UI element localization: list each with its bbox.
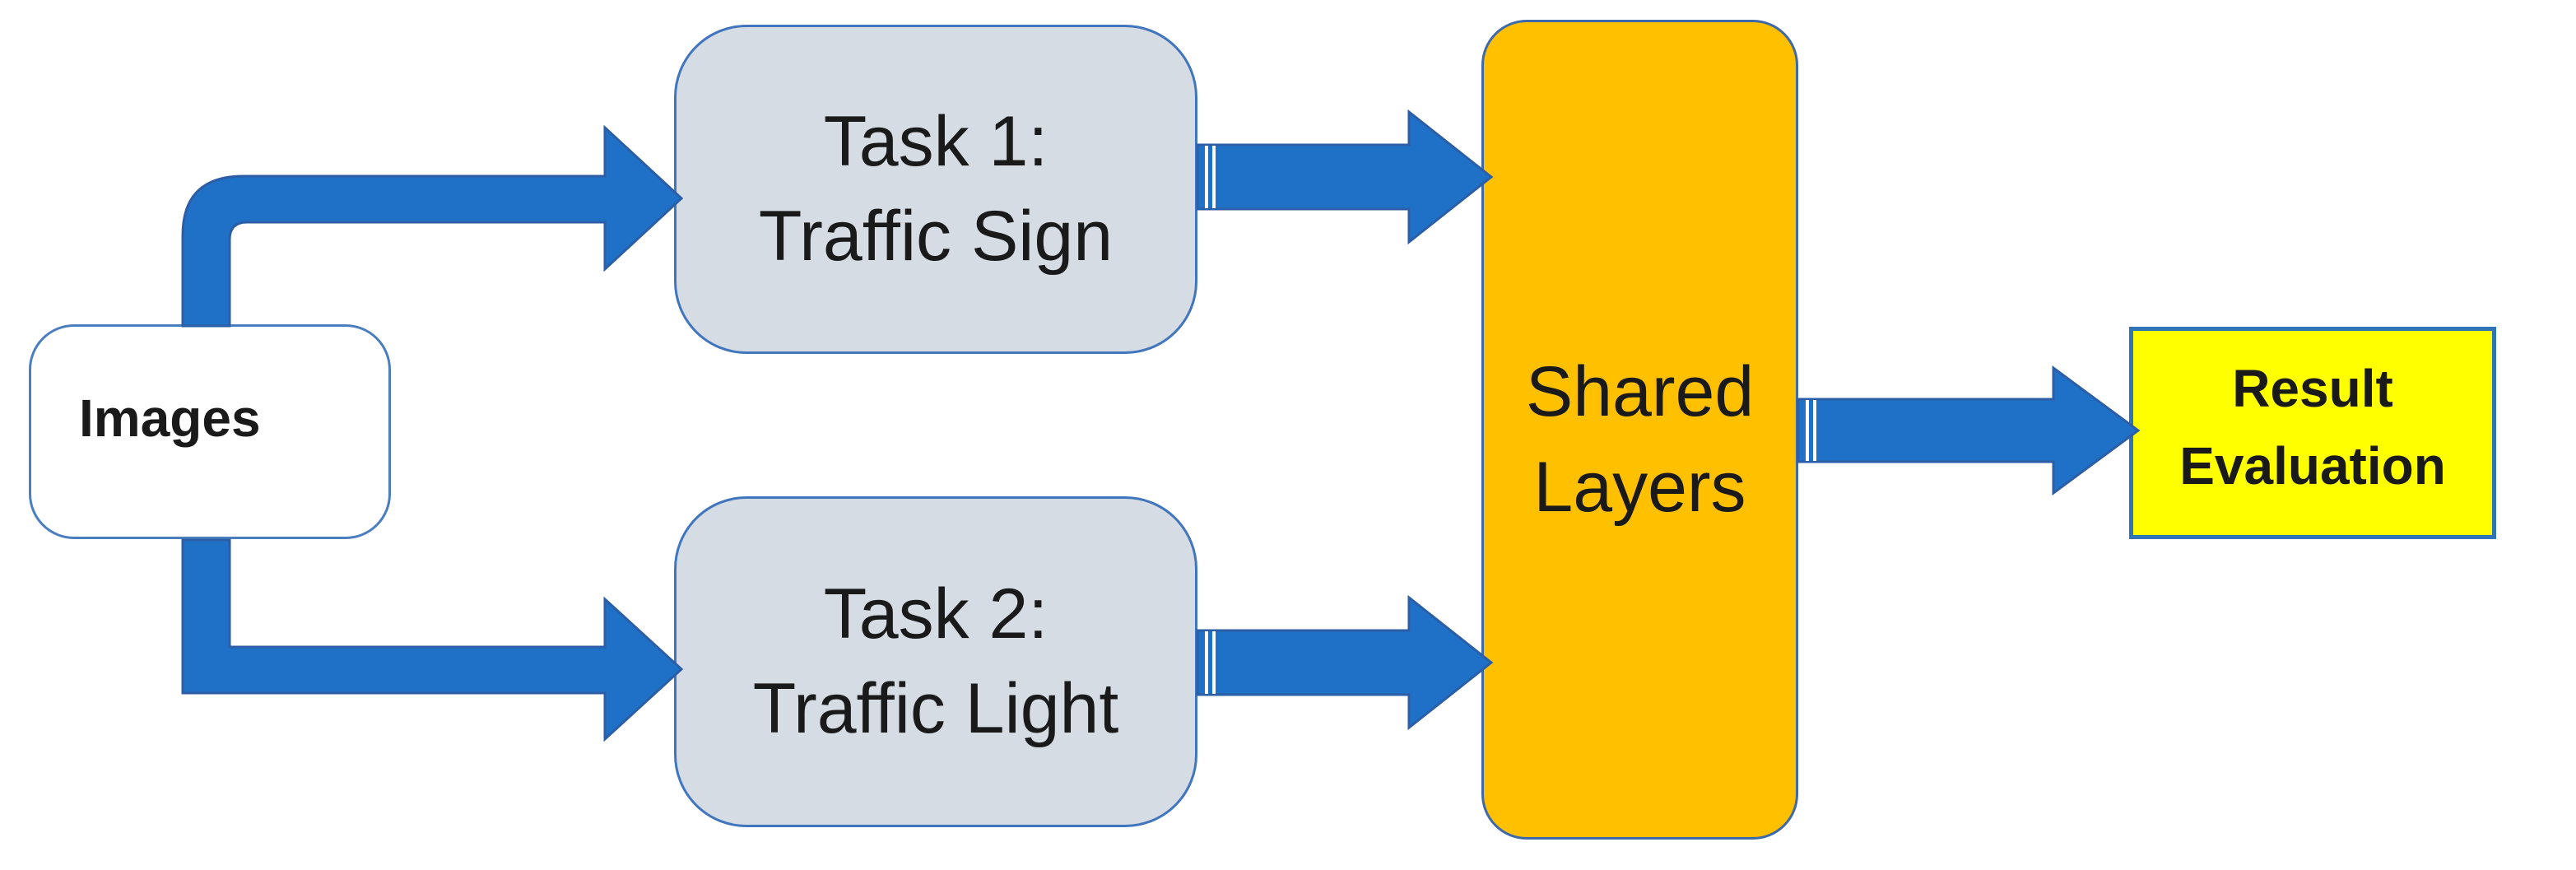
task1-node-label-line2: Traffic Sign	[758, 197, 1114, 276]
arrow-images-to-task1	[181, 124, 684, 328]
arrow-task1-to-shared	[1196, 109, 1494, 245]
arrow-tail-stripe	[1212, 631, 1216, 694]
result-evaluation-node: Result Evaluation	[2129, 327, 2496, 539]
arrow-shared-to-result	[1797, 365, 2141, 495]
result-evaluation-label-line2: Evaluation	[2179, 436, 2446, 495]
task1-node-label-line1: Task 1:	[823, 102, 1049, 181]
arrow-images-to-task2	[181, 538, 684, 742]
task2-traffic-light-node: Task 2: Traffic Light	[674, 496, 1197, 827]
arrow-tail-stripe	[1205, 631, 1208, 694]
arrow-tail-stripe	[1806, 400, 1809, 461]
arrow-task2-to-shared	[1196, 594, 1494, 731]
shared-layers-node: Shared Layers	[1481, 20, 1798, 840]
shared-layers-label-line2: Layers	[1533, 448, 1746, 527]
result-evaluation-label-line1: Result	[2232, 359, 2393, 418]
task1-traffic-sign-node: Task 1: Traffic Sign	[674, 25, 1197, 354]
images-node: Images	[29, 324, 391, 539]
arrow-tail-stripe	[1813, 400, 1816, 461]
task2-node-label-line2: Traffic Light	[752, 669, 1119, 748]
task2-node-label-line1: Task 2:	[823, 575, 1049, 654]
arrow-tail-stripe	[1205, 146, 1208, 208]
arrow-tail-stripe	[1212, 146, 1216, 208]
images-node-label: Images	[79, 388, 261, 449]
shared-layers-label-line1: Shared	[1525, 352, 1755, 431]
